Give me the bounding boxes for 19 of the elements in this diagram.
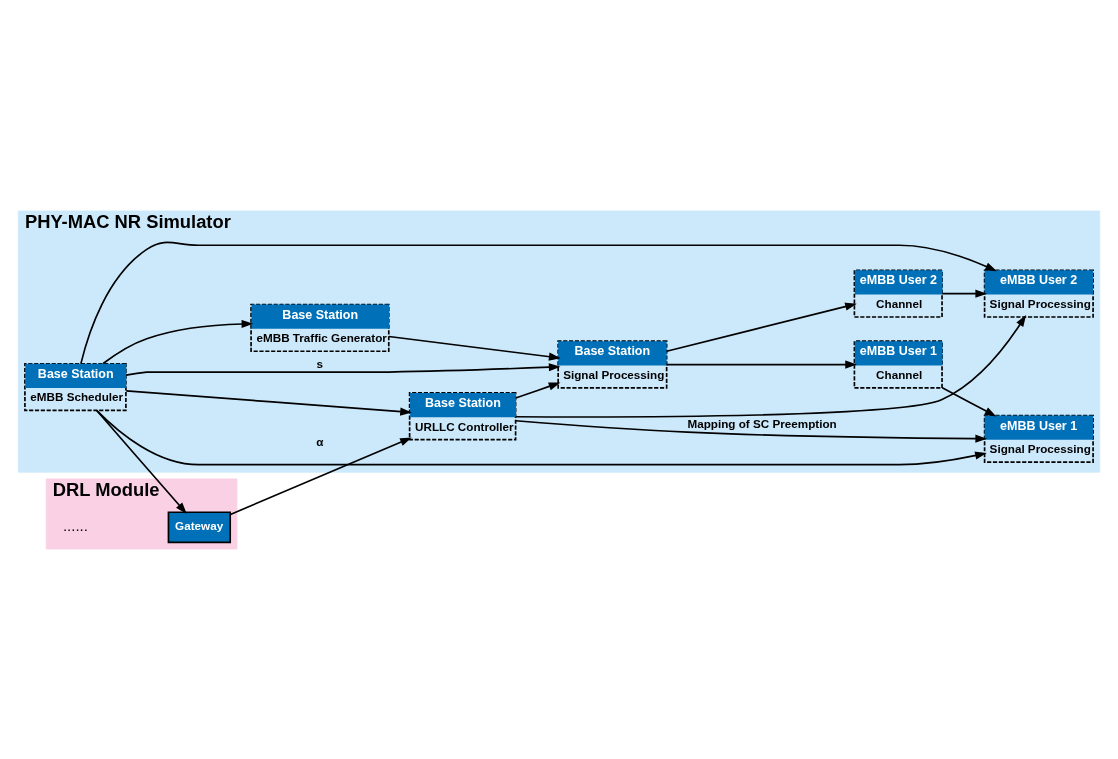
arrow bbox=[941, 386, 997, 417]
node-box: Gateway bbox=[167, 510, 232, 543]
arrow bbox=[514, 381, 561, 399]
edge-label: α bbox=[316, 434, 324, 448]
arrow bbox=[514, 314, 1027, 418]
arrow bbox=[96, 409, 987, 466]
arrow bbox=[665, 359, 857, 369]
arrow bbox=[388, 335, 561, 361]
arrow bbox=[941, 289, 988, 298]
arrow bbox=[102, 319, 254, 364]
arrow bbox=[229, 437, 412, 515]
arrow bbox=[665, 302, 857, 352]
label: ...... bbox=[62, 516, 88, 534]
arrow bbox=[125, 362, 561, 376]
edge-label: s bbox=[316, 356, 324, 370]
arrow bbox=[95, 409, 187, 514]
arrow bbox=[514, 419, 988, 443]
arrow bbox=[125, 389, 412, 416]
edge-label: Mapping of SC Preemption bbox=[687, 416, 837, 430]
